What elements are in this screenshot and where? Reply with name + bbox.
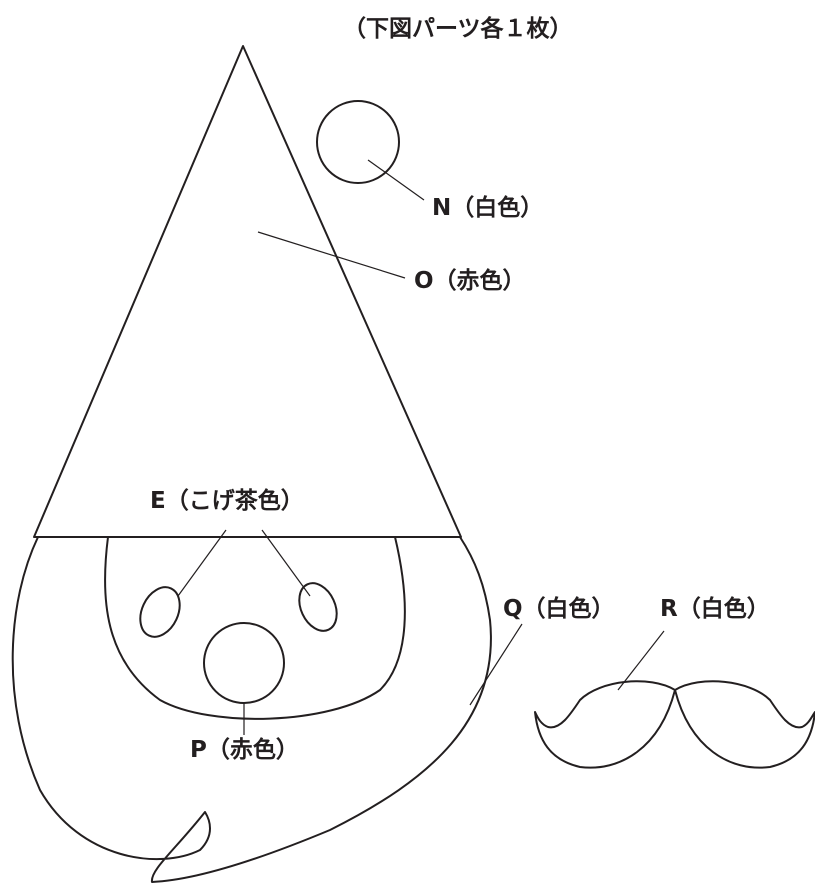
pompom-part-n — [316, 100, 400, 184]
leader-o — [257, 231, 406, 279]
face-opening — [104, 536, 406, 720]
label-p: P（赤色） — [190, 737, 299, 763]
leader-r — [617, 630, 665, 691]
label-o: O（赤色） — [414, 268, 526, 294]
right-eye-part-e — [298, 582, 338, 632]
mustache-part-r — [534, 680, 815, 769]
leader-n — [367, 159, 425, 201]
diagram-title: （下図パーツ各１枚） — [343, 16, 573, 42]
leader-e-right — [261, 529, 311, 597]
label-n: N（白色） — [432, 195, 544, 221]
label-r: R（白色） — [660, 596, 770, 622]
hat-part-o — [33, 45, 462, 538]
nose-part-p — [203, 622, 285, 704]
leader-q — [469, 623, 523, 706]
label-q: Q（白色） — [503, 596, 615, 622]
leader-e-left — [177, 529, 227, 597]
label-e: E（こげ茶色） — [150, 488, 304, 514]
left-eye-part-e — [139, 586, 181, 638]
beard-part-q — [11, 536, 492, 883]
